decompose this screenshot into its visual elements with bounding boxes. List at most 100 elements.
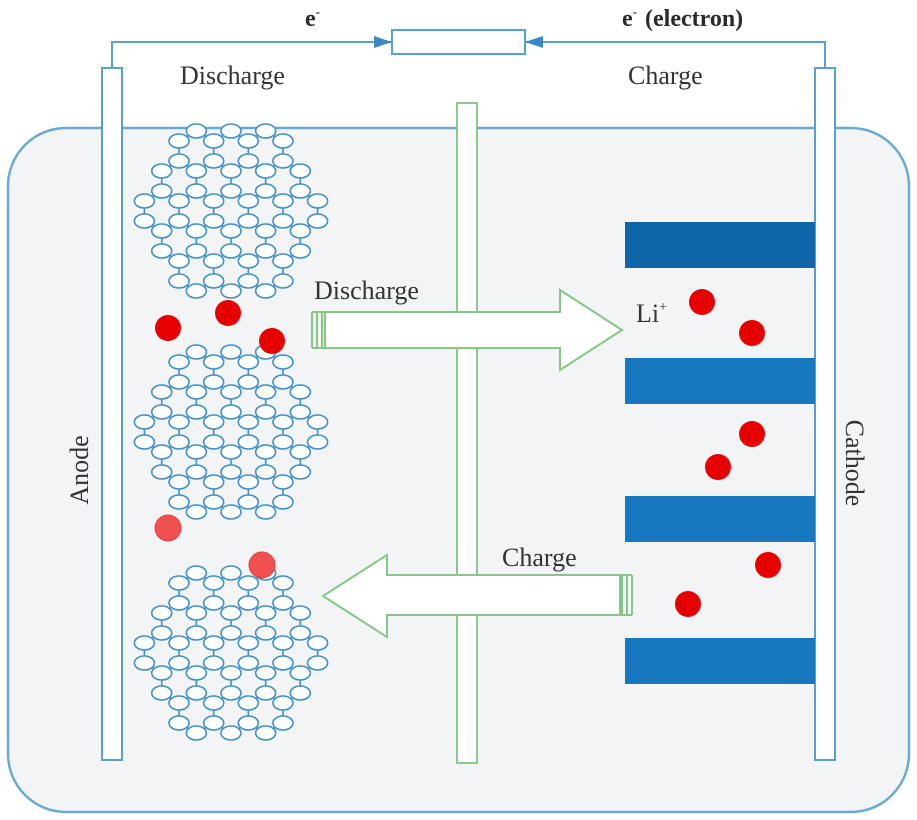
carbon-atom (133, 213, 156, 229)
carbon-atom (168, 595, 190, 611)
carbon-atom (185, 243, 208, 259)
li-ion-dot (755, 552, 781, 578)
carbon-atom (185, 183, 208, 199)
carbon-atom (220, 665, 242, 681)
carbon-atom (202, 414, 225, 430)
carbon-atom (185, 504, 208, 520)
cathode-layer-2 (625, 358, 815, 404)
carbon-atom (185, 344, 208, 360)
carbon-atom (185, 444, 208, 460)
carbon-atom (254, 685, 277, 701)
li-ion-label: Li+ (636, 299, 667, 328)
carbon-atom (254, 183, 277, 199)
carbon-atom (237, 635, 260, 651)
li-ion-dot (739, 320, 765, 346)
carbon-atom (168, 695, 190, 711)
carbon-atom (254, 665, 277, 681)
carbon-atom (306, 635, 329, 651)
carbon-atom (220, 625, 242, 641)
graphite-lattice (133, 344, 329, 520)
carbon-atom (150, 163, 173, 179)
carbon-atom (237, 193, 260, 209)
carbon-atom (220, 384, 242, 400)
carbon-atom (202, 655, 225, 671)
carbon-atom (237, 414, 260, 430)
carbon-atom (272, 273, 294, 289)
carbon-atom (220, 725, 242, 741)
carbon-atom (272, 434, 294, 450)
carbon-atom (272, 575, 294, 591)
carbon-atom (272, 494, 294, 510)
carbon-atom (168, 273, 190, 289)
cathode-rod (814, 67, 836, 761)
carbon-atom (272, 374, 294, 390)
carbon-atom (168, 193, 190, 209)
charge-arrow-label: Charge (502, 543, 577, 572)
carbon-atom (254, 625, 277, 641)
carbon-atom (237, 715, 260, 731)
carbon-atom (306, 213, 329, 229)
carbon-atom (150, 605, 173, 621)
carbon-atom (254, 163, 277, 179)
carbon-atom (168, 153, 190, 169)
carbon-atom (202, 635, 225, 651)
li-ion-dot (154, 514, 182, 542)
carbon-atom (272, 193, 294, 209)
carbon-atom (133, 193, 156, 209)
carbon-atom (237, 695, 260, 711)
li-ion-dot (259, 328, 285, 354)
carbon-atom (168, 434, 190, 450)
carbon-atom (272, 635, 294, 651)
cathode-label: Cathode (840, 420, 869, 507)
carbon-atom (220, 283, 242, 299)
li-ion-dot (215, 300, 241, 326)
carbon-atom (272, 595, 294, 611)
anode-label: Anode (65, 435, 94, 504)
carbon-atom (185, 605, 208, 621)
cathode-layer-4 (625, 638, 815, 684)
carbon-atom (202, 193, 225, 209)
li-ion-dot (739, 421, 765, 447)
wire-arrow-right (525, 36, 543, 48)
carbon-atom (237, 494, 260, 510)
carbon-atom (220, 504, 242, 520)
carbon-atom (272, 474, 294, 490)
carbon-atom (289, 685, 312, 701)
carbon-atom (237, 354, 260, 370)
carbon-atom (168, 655, 190, 671)
carbon-atom (185, 123, 208, 139)
carbon-atom (168, 253, 190, 269)
carbon-atom (272, 715, 294, 731)
carbon-atom (272, 253, 294, 269)
carbon-atom (150, 665, 173, 681)
cathode-layer-1 (625, 222, 815, 268)
carbon-atom (202, 253, 225, 269)
carbon-atom (150, 223, 173, 239)
carbon-atom (150, 444, 173, 460)
carbon-atom (289, 444, 312, 460)
carbon-atom (220, 444, 242, 460)
carbon-atom (185, 725, 208, 741)
carbon-atom (202, 434, 225, 450)
carbon-atom (237, 213, 260, 229)
external-circuit (111, 41, 826, 70)
carbon-atom (289, 243, 312, 259)
carbon-atom (185, 163, 208, 179)
carbon-atom (202, 595, 225, 611)
carbon-atom (202, 575, 225, 591)
anode-rod (101, 67, 123, 761)
carbon-atom (168, 354, 190, 370)
carbon-atom (202, 474, 225, 490)
carbon-atom (254, 283, 277, 299)
carbon-atom (289, 665, 312, 681)
carbon-atom (254, 404, 277, 420)
carbon-atom (202, 133, 225, 149)
carbon-atom (133, 414, 156, 430)
carbon-atom (306, 655, 329, 671)
carbon-atom (237, 595, 260, 611)
carbon-atom (185, 464, 208, 480)
carbon-atom (185, 384, 208, 400)
carbon-atom (237, 655, 260, 671)
carbon-atom (254, 223, 277, 239)
